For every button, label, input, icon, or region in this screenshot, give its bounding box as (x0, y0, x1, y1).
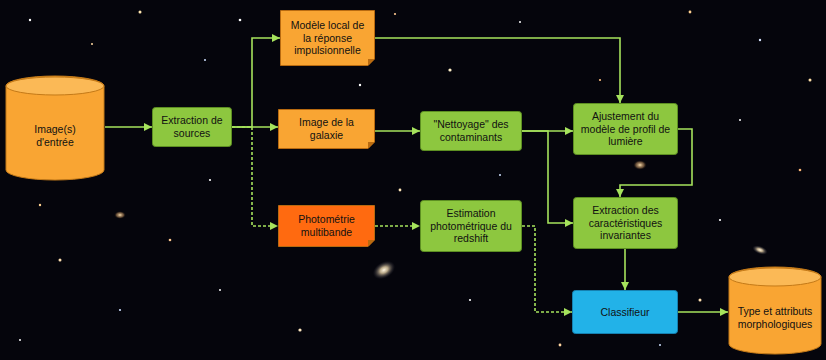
flow-arrow (375, 130, 420, 132)
box-body (573, 291, 678, 334)
box-body (153, 108, 232, 147)
star (29, 19, 31, 21)
classifier-box: Classifieur (572, 290, 678, 334)
node-label: Image(s) d'entrée (23, 123, 87, 148)
node-label: Type et attributs morphologiques (735, 305, 815, 330)
star (809, 79, 812, 82)
flow-arrow (232, 127, 278, 226)
stars (19, 11, 812, 347)
flow-arrow (522, 131, 573, 223)
star (689, 11, 692, 14)
star (239, 19, 242, 22)
node-label: Modèle local de la réponse impulsionnell… (286, 19, 369, 57)
output-cylinder: Type et attributs morphologiques (728, 267, 822, 355)
box-body (574, 104, 678, 155)
star (719, 219, 721, 221)
process-box: Ajustement du modèle de profil de lumièr… (573, 103, 678, 155)
note-fold (368, 59, 375, 66)
flow-arrow (105, 126, 152, 128)
node-label: Extraction de sources (158, 114, 226, 139)
process-box: Extraction des caractéristiques invarian… (573, 197, 678, 249)
elliptical-galaxy (633, 160, 647, 170)
flow-arrow (375, 38, 620, 103)
star (59, 259, 62, 262)
star (499, 174, 501, 176)
star (19, 339, 21, 341)
node-label: Ajustement du modèle de profil de lumièr… (579, 110, 672, 148)
star (448, 68, 451, 71)
star (204, 59, 206, 61)
flow-arrow (678, 311, 728, 313)
star (469, 299, 471, 301)
star (799, 169, 802, 172)
star (119, 309, 121, 311)
star (519, 21, 521, 23)
input-cylinder: Image(s) d'entrée (5, 76, 105, 181)
data-note: Photométrie multibande (278, 205, 375, 247)
star (91, 43, 93, 45)
box-body (421, 201, 522, 252)
data-note: Modèle local de la réponse impulsionnell… (280, 10, 375, 66)
elliptical-galaxy (114, 211, 126, 219)
star (139, 11, 142, 14)
star (39, 204, 41, 206)
note-fold (368, 142, 375, 149)
flow-arrow (232, 38, 280, 127)
note-body (279, 110, 375, 149)
node-label: Estimation photométrique du redshift (426, 207, 516, 245)
note-fold (368, 240, 375, 247)
process-box: Estimation photométrique du redshift (420, 200, 522, 252)
cylinder-body (729, 267, 821, 354)
star (209, 179, 211, 181)
star (219, 289, 221, 291)
star (169, 239, 172, 242)
cylinder-body (6, 76, 104, 180)
flow-arrow (522, 226, 572, 312)
note-body (279, 206, 375, 247)
node-label: Classifieur (600, 306, 649, 319)
spiral-galaxy (751, 244, 769, 257)
note-body (281, 11, 375, 66)
star (759, 39, 761, 41)
cylinder-top (729, 268, 821, 286)
process-box: Extraction de sources (152, 107, 232, 147)
star (399, 189, 402, 192)
cylinder-top (6, 77, 104, 95)
star (699, 299, 702, 302)
box-body (421, 112, 522, 151)
node-label: "Nettoyage" des contaminants (426, 118, 516, 143)
star (599, 79, 601, 81)
process-box: "Nettoyage" des contaminants (420, 111, 522, 151)
node-label: Extraction des caractéristiques invarian… (579, 204, 672, 242)
star (739, 119, 741, 121)
data-note: Image de la galaxie (278, 109, 375, 149)
spiral-galaxy (370, 257, 399, 283)
star (359, 84, 361, 86)
star (298, 328, 301, 331)
box-body (574, 198, 678, 249)
star (659, 344, 661, 346)
flow-arrow (375, 225, 420, 227)
node-label: Image de la galaxie (284, 116, 369, 141)
node-label: Photométrie multibande (284, 213, 369, 238)
star (394, 13, 396, 15)
flow-arrow (624, 249, 626, 290)
star (559, 344, 562, 347)
